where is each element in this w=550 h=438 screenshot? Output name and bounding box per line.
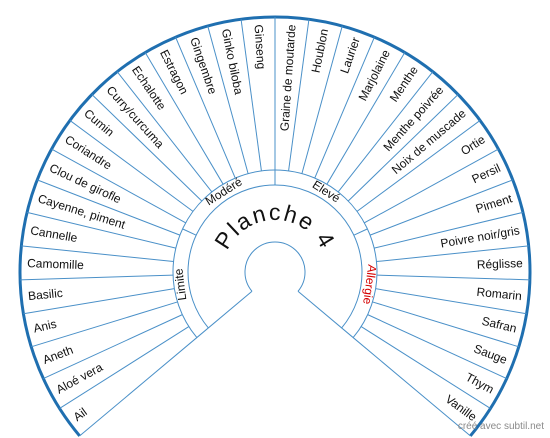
item-label: Anis [32, 317, 58, 336]
item-label: Vanille [443, 392, 480, 424]
item-label: Thym [463, 370, 496, 397]
item-label: Ortie [458, 132, 488, 158]
item-label: Estragon [157, 47, 191, 96]
item-label: Laurier [337, 35, 362, 75]
base-spoke [196, 290, 253, 338]
chart-spokes [20, 17, 530, 437]
level-spoke [182, 228, 197, 236]
chart-title-group: Planche 4 [209, 199, 341, 254]
item-label: Basilic [27, 286, 63, 303]
item-label: Ginseng [251, 24, 268, 70]
item-spoke [364, 148, 499, 224]
item-label: Romarin [476, 285, 523, 303]
item-label: Graine de moutarde [277, 24, 298, 132]
item-spoke [37, 179, 181, 236]
item-spoke [21, 245, 174, 263]
item-label: Piment [474, 191, 514, 216]
item-spoke [376, 274, 530, 281]
item-spoke [375, 288, 527, 315]
item-label: Ginko biloba [219, 28, 246, 96]
item-spoke [369, 179, 513, 236]
item-label: Réglisse [477, 256, 524, 272]
item-label: Camomille [27, 256, 84, 272]
item-spoke [360, 326, 491, 409]
item-label: Ail [71, 405, 90, 424]
level-label: Allergie [360, 264, 379, 306]
item-label: Cannelle [29, 223, 78, 245]
item-label: Gingembre [187, 35, 220, 96]
item-spoke [23, 288, 175, 315]
item-spoke [144, 52, 224, 185]
item-spoke [376, 245, 529, 263]
item-label: Aloé vera [54, 360, 106, 397]
item-spoke [31, 301, 178, 348]
item-label: Aneth [41, 343, 75, 367]
item-spoke [352, 337, 471, 437]
item-spoke [79, 337, 198, 437]
item-label: Safran [480, 314, 518, 336]
item-spoke [20, 274, 174, 281]
item-spoke [240, 19, 262, 171]
item-label: Menthe [387, 63, 421, 104]
item-label: Poivre noir/gris [439, 223, 520, 250]
item-spoke [301, 25, 343, 174]
item-spoke [116, 71, 213, 193]
base-spoke [297, 290, 354, 338]
item-spoke [326, 52, 406, 185]
item-spoke [337, 71, 434, 193]
item-spoke [367, 314, 507, 380]
inner-ring [187, 184, 363, 329]
item-spoke [59, 326, 190, 409]
item-spoke [207, 25, 249, 174]
credit-text: créé avec subtil.net [457, 421, 544, 432]
item-spoke [91, 94, 203, 202]
center-ring [244, 241, 306, 292]
item-label: Persil [470, 161, 503, 186]
level-label: Modéré [203, 174, 245, 208]
item-spoke [372, 301, 519, 348]
item-spoke [69, 120, 194, 212]
item-spoke [374, 211, 524, 249]
item-spoke [288, 19, 310, 171]
item-spoke [347, 94, 459, 202]
level-label: Limite [171, 267, 189, 301]
item-spoke [356, 120, 481, 212]
item-spoke [314, 36, 375, 179]
item-spoke [26, 211, 176, 249]
item-label: Sauge [472, 341, 510, 367]
level-spoke [353, 228, 368, 236]
item-spoke [51, 148, 186, 224]
item-spoke [43, 314, 183, 380]
item-spoke [175, 36, 236, 179]
chart-title: Planche 4 [209, 199, 341, 254]
item-label: Cumin [81, 106, 117, 139]
item-label: Houblon [309, 28, 332, 75]
